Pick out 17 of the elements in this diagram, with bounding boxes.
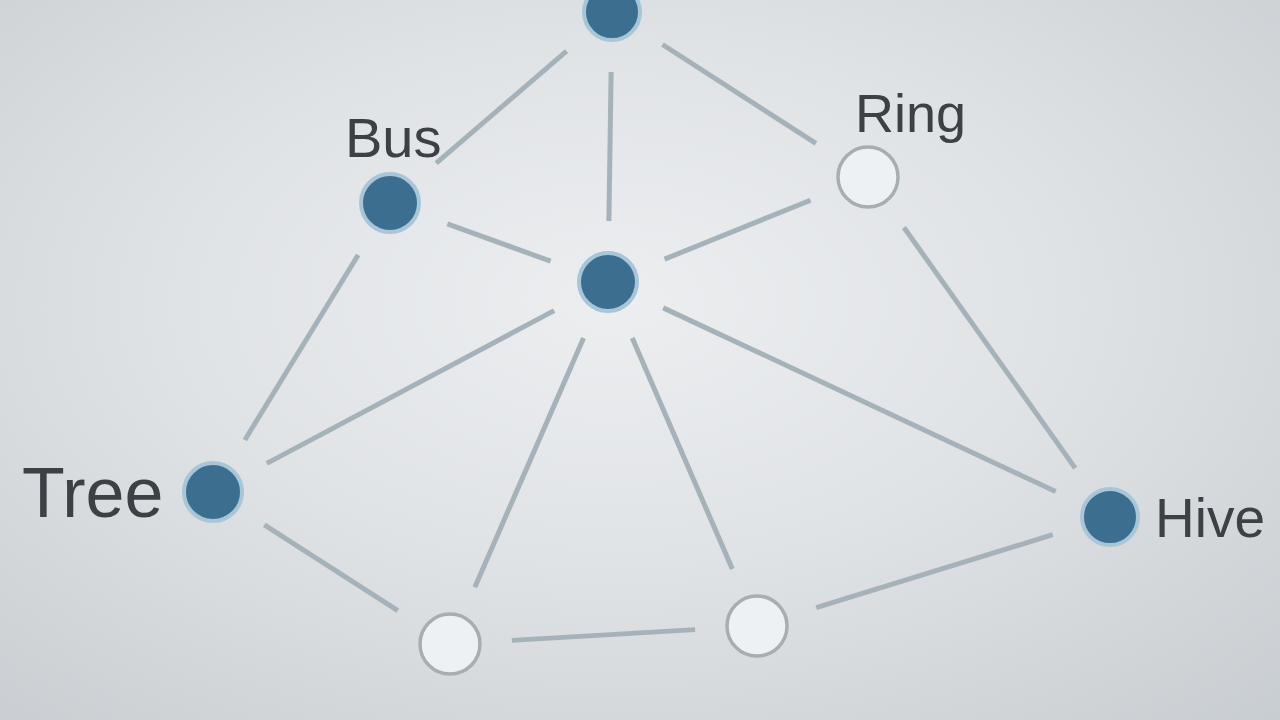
connector-line bbox=[263, 522, 400, 613]
connector-line bbox=[629, 337, 735, 571]
connector-line bbox=[434, 49, 569, 166]
connector-line bbox=[606, 71, 614, 222]
node-label: Hive bbox=[1155, 491, 1266, 546]
connector-line bbox=[663, 197, 812, 262]
connector-line bbox=[511, 627, 696, 643]
connector-line bbox=[446, 221, 552, 264]
connector-line bbox=[661, 42, 818, 146]
connector-line bbox=[815, 532, 1054, 611]
node-label: Bus bbox=[345, 110, 442, 166]
connector-line bbox=[265, 308, 556, 466]
connector-line bbox=[472, 336, 586, 589]
node-label: Tree bbox=[22, 458, 164, 528]
connector-line bbox=[901, 226, 1078, 470]
connector-line bbox=[242, 253, 361, 442]
connector-line bbox=[662, 305, 1057, 494]
